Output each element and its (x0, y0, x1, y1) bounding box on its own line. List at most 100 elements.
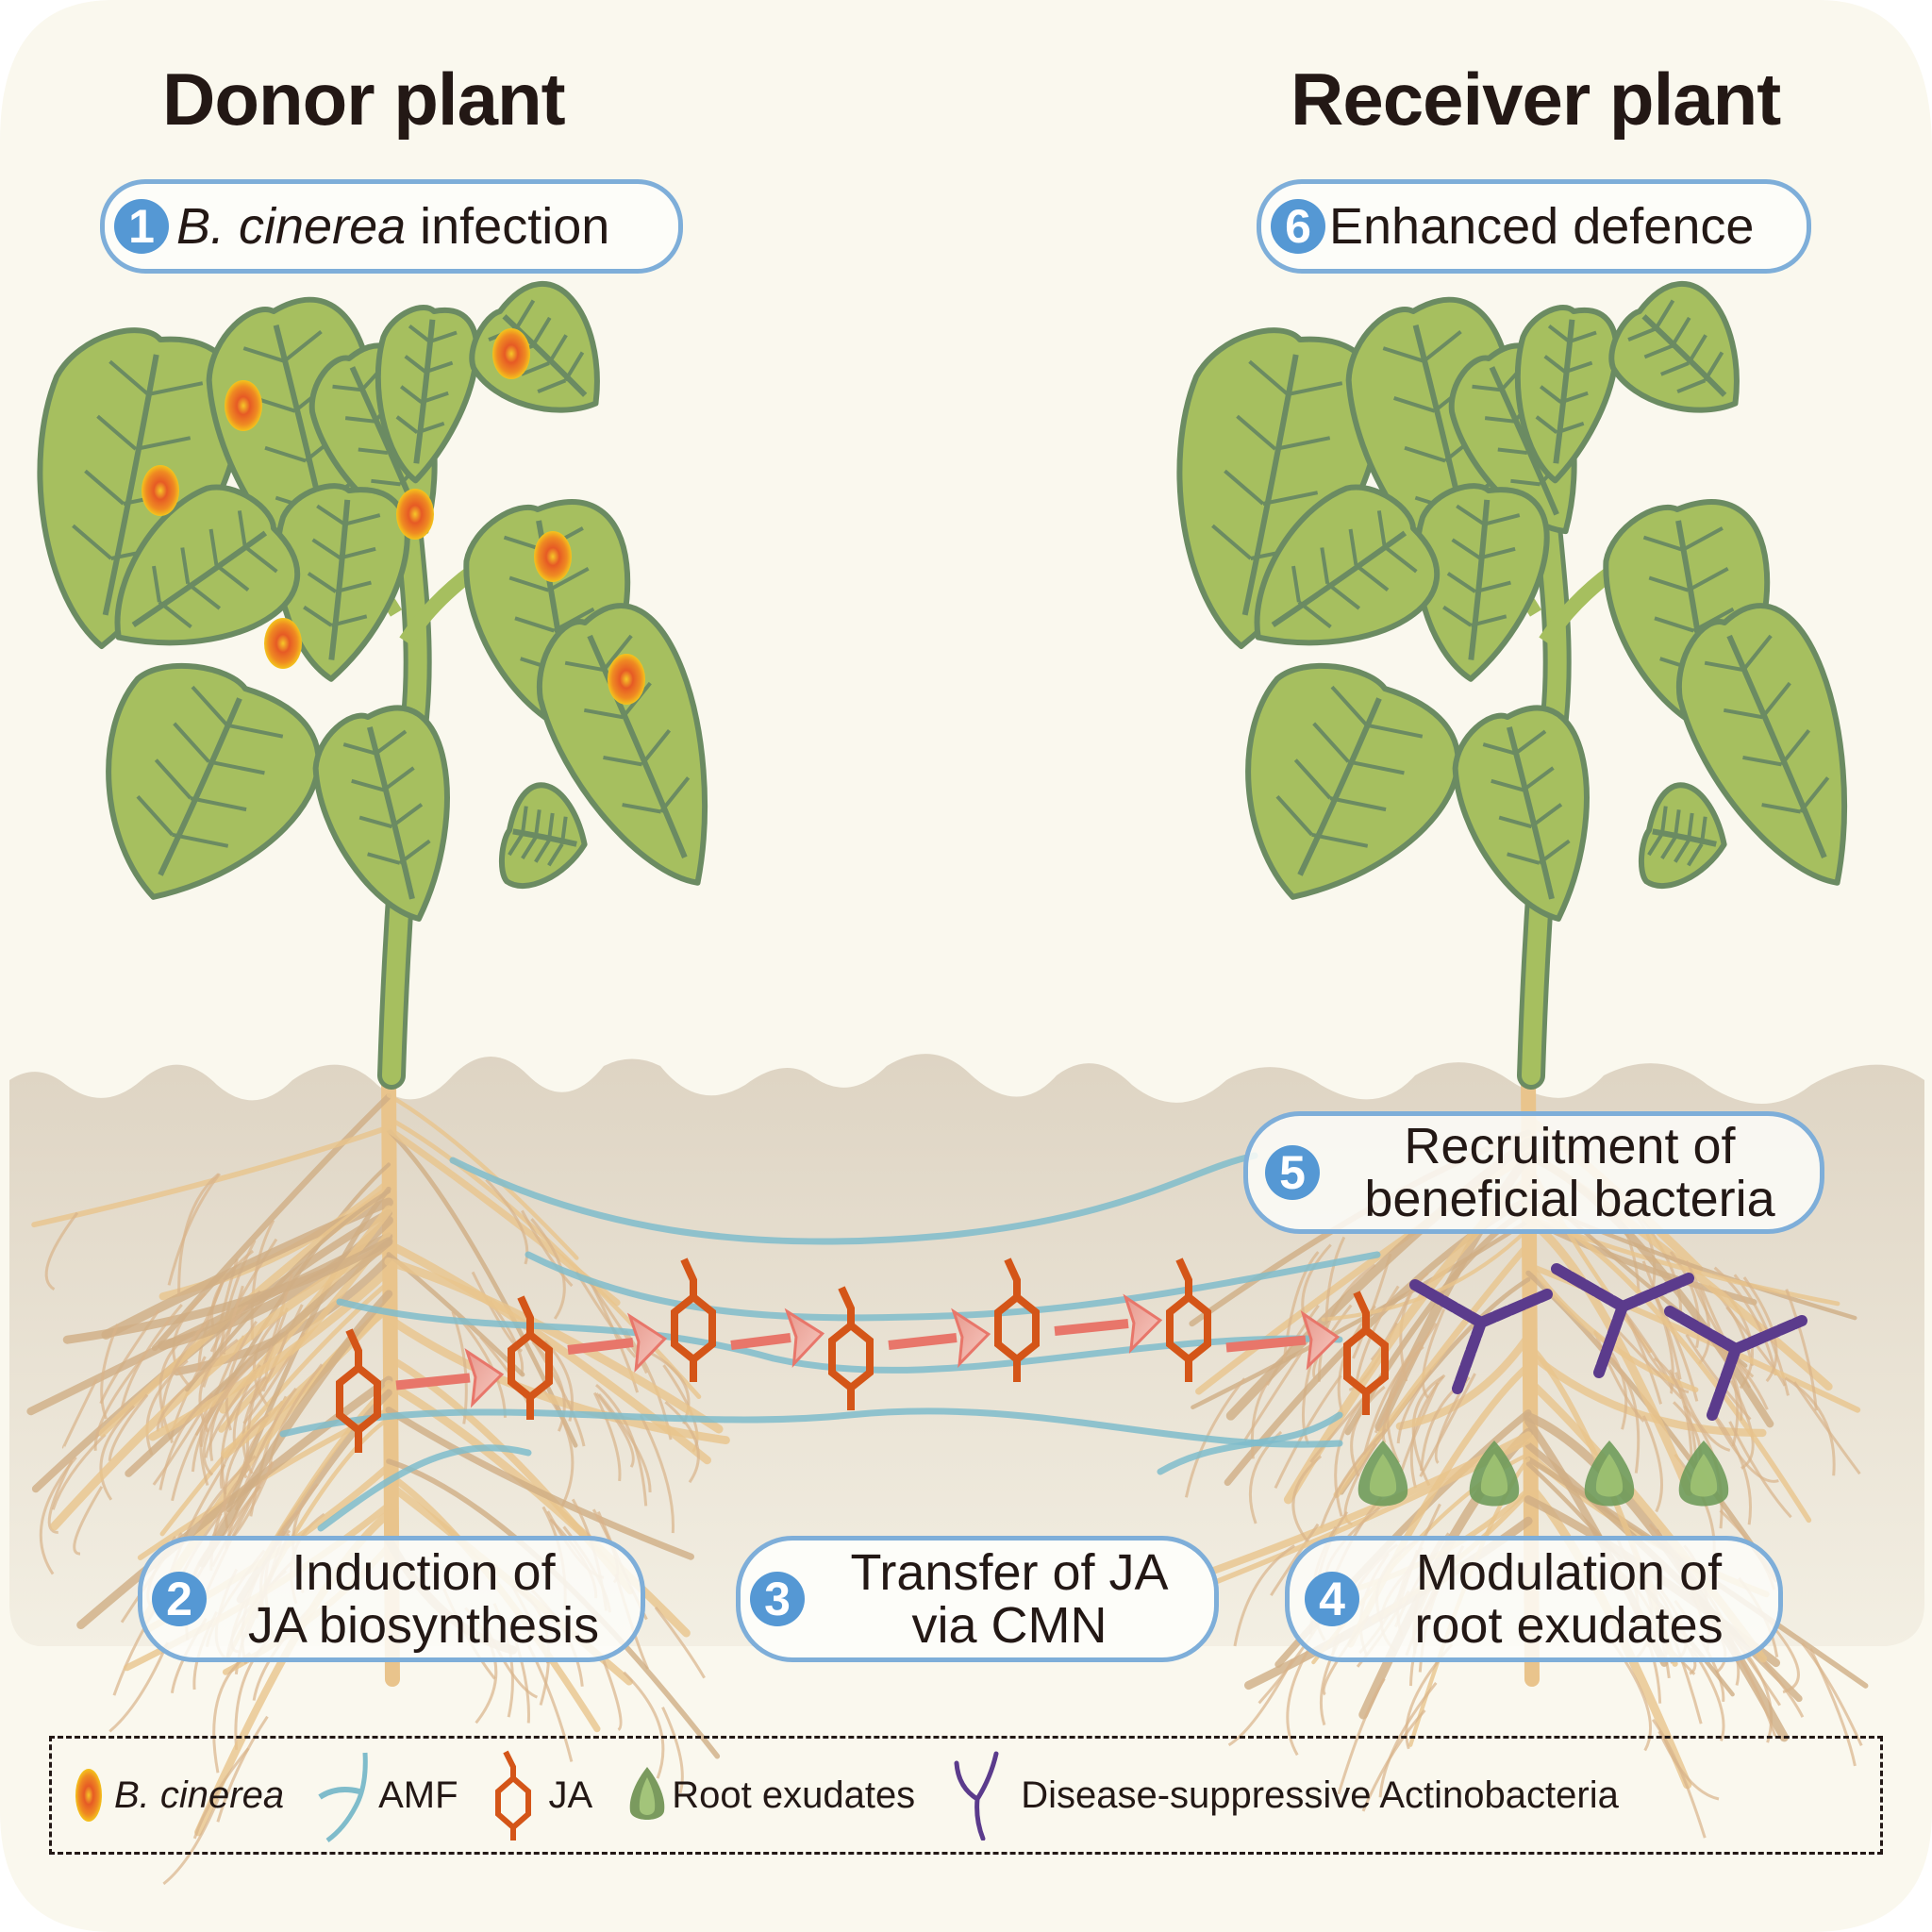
leaf-vein (1483, 513, 1521, 526)
leaf-midrib (367, 726, 415, 900)
leaf-vein (1355, 563, 1390, 591)
leaf-vein (602, 634, 633, 672)
root-hair (1615, 1328, 1683, 1400)
leaf-vein (1236, 414, 1277, 451)
leaf-vein (1564, 360, 1593, 375)
root-hair (108, 1641, 170, 1733)
leaf-vein (603, 755, 642, 767)
root-hair (595, 1392, 635, 1468)
leaf-vein (1312, 722, 1350, 763)
step-4-line-1: Modulation of (1415, 1544, 1723, 1601)
leaf-vein (243, 544, 278, 574)
arrow-head (951, 1307, 991, 1368)
arrow-head (1300, 1309, 1341, 1371)
b-cinerea-lesion (492, 328, 530, 379)
leaf-vein (1647, 832, 1664, 857)
leaf-midrib (102, 354, 159, 616)
receiver-plant-heading: Receiver plant (1291, 58, 1781, 141)
leaf-vein (1699, 816, 1707, 845)
leaf-midrib (1652, 828, 1717, 847)
root-exudate-droplet (1357, 1441, 1408, 1507)
leaf-vein (559, 816, 568, 845)
arrow-shaft (1225, 1335, 1307, 1353)
root-hair (1337, 1677, 1386, 1795)
leaf-vein (564, 660, 605, 673)
leaf-vein (1311, 832, 1369, 848)
leaf-vein (84, 469, 125, 506)
step-3-line-1: Transfer of JA (850, 1544, 1169, 1601)
droplet-inner (1480, 1454, 1508, 1497)
legend-item-ja: JA (492, 1750, 592, 1840)
root-hair (1624, 1312, 1674, 1394)
hypha-segment (1707, 1343, 1741, 1421)
arrow-head (1123, 1293, 1163, 1354)
root-hair (1334, 1399, 1364, 1517)
leaf-vein (1248, 359, 1290, 396)
amf-hypha (525, 1251, 1381, 1322)
step-4-label: Modulation of root exudates (1359, 1546, 1778, 1652)
ja-ring (1343, 1291, 1389, 1415)
step-6-label: Enhanced defence (1329, 198, 1755, 255)
leaf-vein (1530, 803, 1563, 828)
root-hair (167, 1173, 222, 1286)
leaf-vein (1297, 600, 1332, 629)
donor-plant (37, 281, 708, 1090)
leaf-vein (537, 378, 567, 393)
arrow-shaft (395, 1373, 471, 1391)
leaf-vein (1522, 766, 1555, 792)
leaf-vein (404, 355, 427, 374)
transfer-arrow (888, 1307, 991, 1368)
root-hair (648, 1351, 691, 1424)
leaf-vein (1723, 708, 1763, 720)
legend-item-amf: AMF (318, 1748, 458, 1842)
root-hair (1792, 1381, 1861, 1475)
leaf-vein (340, 546, 376, 560)
b-cinerea-lesion (534, 531, 572, 582)
leaf-vein (1510, 478, 1541, 487)
actinobacteria-cluster (1409, 1263, 1807, 1421)
leaf-vein (1287, 381, 1343, 396)
root-hair (1593, 1332, 1645, 1423)
leaf-vein (154, 758, 192, 800)
leaf-vein (508, 575, 550, 592)
leaf (536, 603, 708, 886)
leaf-vein (226, 723, 284, 739)
leaf-vein (428, 330, 458, 344)
legend: B. cinerea AMF JA Root exudates Disease-… (49, 1736, 1883, 1855)
b-cinerea-lesion-icon (75, 1769, 102, 1822)
leaf-vein (530, 316, 552, 347)
step-2-line-2: JA biosynthesis (247, 1597, 600, 1654)
leaf-vein (1543, 355, 1567, 374)
lateral-root (125, 1239, 392, 1477)
leaf-vein (546, 812, 555, 841)
legend-label: B. cinerea (114, 1774, 285, 1816)
lateral-root (1333, 1241, 1532, 1498)
lateral-root (62, 1237, 393, 1344)
leaf-vein (1423, 329, 1462, 363)
root-hair (145, 1359, 189, 1456)
step-number-badge: 2 (152, 1572, 207, 1626)
leaf-midrib (1297, 697, 1382, 876)
root-hair (521, 1209, 574, 1288)
droplet-inner (1690, 1454, 1718, 1497)
leaf-vein (191, 685, 229, 727)
leaf-vein (1211, 524, 1253, 560)
ja-ring (508, 1295, 553, 1420)
ja-molecule (994, 1257, 1040, 1382)
leaf-vein (425, 360, 454, 375)
root-hair (1721, 1345, 1743, 1421)
root-hair (1286, 1649, 1309, 1757)
root-hair (602, 1659, 623, 1732)
leaf-vein (208, 759, 265, 775)
leaf-vein (1404, 445, 1446, 463)
legend-item-b-cinerea: B. cinerea (73, 1765, 284, 1825)
root-hair (1243, 1347, 1306, 1441)
leaf-vein (1687, 567, 1729, 592)
leaf-vein (1673, 809, 1681, 838)
legend-label: Disease-suppressive Actinobacteria (1021, 1774, 1619, 1816)
leaf-vein (311, 538, 341, 560)
leaf-vein (1347, 759, 1405, 775)
root-hair (592, 1391, 622, 1482)
leaf-vein (416, 421, 445, 435)
hypha-segment (1551, 1263, 1628, 1312)
